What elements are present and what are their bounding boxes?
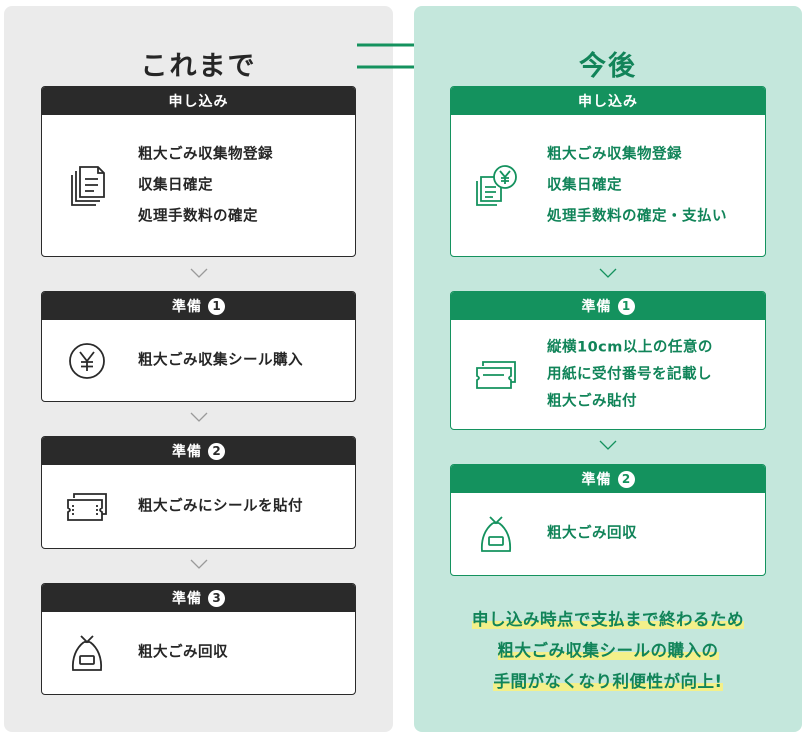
step-text: 粗大ごみ収集物登録 [138, 146, 273, 162]
summary-line: 手間がなくなり利便性が向上! [493, 672, 723, 691]
step-text: 粗大ごみ収集物登録 [547, 146, 682, 162]
step-label: 申し込み [578, 94, 638, 110]
before-step-prep-1: 準備 1 粗大ごみ収集シール購入 [41, 291, 356, 402]
summary-line: 粗大ごみ収集シールの購入の [497, 641, 719, 660]
documents-icon [64, 163, 110, 209]
chevron-down-icon [599, 440, 617, 450]
documents-yen-icon [473, 163, 519, 209]
chevron-down-icon [190, 268, 208, 278]
after-panel: 今後 申し込み 粗大ごみ収集物登録 収集日確 [414, 6, 802, 732]
paper-tickets-icon [473, 352, 519, 398]
after-step-prep-1: 準備 1 縦横10cm以上の任意の 用紙に受付番号を記載し 粗大ごみ貼付 [450, 291, 766, 430]
step-text: 粗大ごみにシールを貼付 [138, 498, 303, 514]
chevron-down-icon [599, 268, 617, 278]
step-text: 処理手数料の確定 [138, 208, 258, 224]
garbage-bag-icon [473, 511, 519, 557]
after-step-application: 申し込み 粗大ごみ収集物登録 収集日確定 処 [450, 86, 766, 257]
after-step-prep-2: 準備 2 粗大ごみ回収 [450, 464, 766, 576]
before-title: これまで [140, 51, 257, 82]
step-text: 収集日確定 [547, 177, 622, 193]
step-text: 粗大ごみ収集シール購入 [138, 352, 303, 368]
chevron-down-icon [190, 412, 208, 422]
before-step-prep-3: 準備 3 粗大ごみ回収 [41, 583, 356, 695]
step-text: 縦横10cm以上の任意の [547, 339, 713, 355]
step-label: 準備 [581, 472, 612, 488]
garbage-bag-icon [64, 630, 110, 676]
after-title: 今後 [579, 51, 637, 82]
before-step-application: 申し込み 粗大ごみ収集物登録 収集日確定 処理手数料の確定 [41, 86, 356, 257]
yen-coin-icon [64, 338, 110, 384]
step-number: 2 [617, 470, 635, 488]
step-number: 1 [208, 297, 225, 315]
before-step-prep-2: 準備 2 粗大ごみにシールを貼付 [41, 436, 356, 549]
chevron-down-icon [190, 559, 208, 569]
step-text: 収集日確定 [138, 177, 213, 193]
step-number: 1 [617, 297, 635, 315]
step-text: 粗大ごみ回収 [547, 525, 637, 542]
step-label: 準備 [172, 299, 202, 315]
step-number: 3 [208, 589, 225, 607]
step-label: 準備 [581, 299, 612, 315]
summary-line: 申し込み時点で支払まで終わるため [472, 610, 744, 629]
step-text: 粗大ごみ貼付 [547, 393, 637, 409]
step-text: 粗大ごみ回収 [138, 644, 228, 661]
benefit-summary: 申し込み時点で支払まで終わるため 粗大ごみ収集シールの購入の 手間がなくなり利便… [414, 604, 802, 697]
step-number: 2 [208, 442, 225, 460]
step-label: 準備 [172, 591, 202, 607]
step-label: 準備 [172, 444, 202, 460]
before-panel: これまで 申し込み 粗大ごみ収集物登録 収集日確定 処理手数料の確定 [4, 6, 393, 732]
step-text: 用紙に受付番号を記載し [547, 366, 712, 382]
step-label: 申し込み [168, 94, 229, 110]
sticker-tickets-icon [64, 484, 110, 530]
step-text: 処理手数料の確定・支払い [547, 208, 727, 224]
